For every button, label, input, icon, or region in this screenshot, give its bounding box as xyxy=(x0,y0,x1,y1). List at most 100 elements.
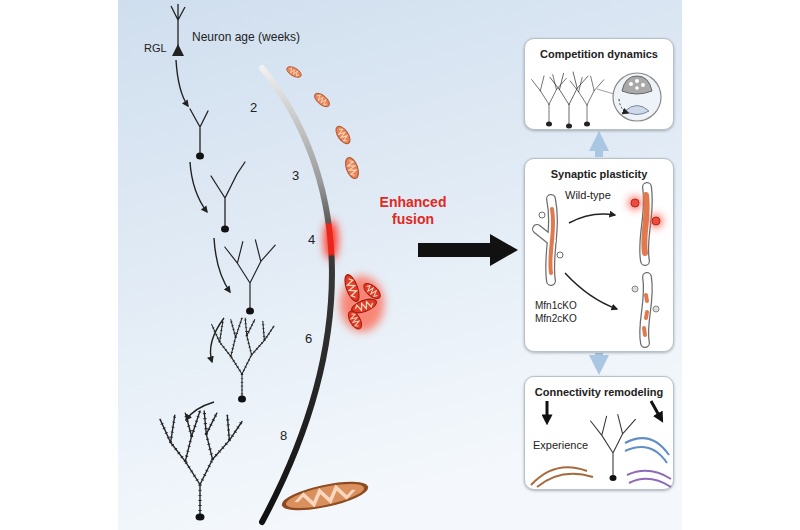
competition-illustration xyxy=(597,89,614,94)
flow-arrow xyxy=(595,151,603,157)
plasticity-illustration xyxy=(525,159,675,353)
plasticity-illustration xyxy=(631,199,660,225)
remodeling-illustration xyxy=(625,438,669,455)
competition-illustration xyxy=(532,75,567,123)
plasticity-illustration xyxy=(644,277,648,343)
neuron-soma xyxy=(196,514,205,521)
competition-illustration xyxy=(629,82,633,86)
competition-illustration xyxy=(635,86,639,90)
competition-illustration xyxy=(570,76,604,123)
maturation-arrow xyxy=(176,60,230,420)
plasticity-illustration xyxy=(539,212,563,258)
flow-arrow xyxy=(595,353,603,355)
mitochondrion xyxy=(333,124,353,146)
neuron-soma xyxy=(246,308,254,315)
competition-illustration xyxy=(629,79,645,90)
neuron-soma xyxy=(238,396,246,403)
remodeling-illustration xyxy=(537,474,593,487)
plasticity-illustration xyxy=(631,199,639,207)
plasticity-illustration xyxy=(644,277,648,343)
outcome-panel: Competition dynamics xyxy=(524,38,674,130)
plasticity-illustration xyxy=(644,195,647,253)
plasticity-illustration xyxy=(644,187,648,261)
age-arc xyxy=(262,68,332,522)
remodeling-illustration xyxy=(531,438,671,487)
remodeling-illustration xyxy=(546,401,549,421)
remodeling-illustration xyxy=(591,415,636,477)
remodeling-illustration xyxy=(525,377,675,491)
remodeling-illustration xyxy=(610,475,617,481)
neuron-drawing xyxy=(212,318,274,398)
age-number: 6 xyxy=(305,331,312,347)
competition-illustration xyxy=(532,72,604,125)
radial-glia-icon xyxy=(171,4,185,46)
plasticity-illustration xyxy=(644,295,647,335)
fused-mitochondria xyxy=(342,273,383,331)
outcome-panel: Connectivity remodelingExperience xyxy=(524,376,674,490)
mitochondrion xyxy=(312,91,332,109)
plasticity-illustration xyxy=(644,187,648,261)
plasticity-illustration xyxy=(632,286,659,312)
plasticity-illustration xyxy=(539,212,545,218)
fused-mitochondria xyxy=(361,281,383,302)
remodeling-illustration xyxy=(629,479,671,487)
neuron-soma xyxy=(196,153,204,160)
age-number: 2 xyxy=(250,100,257,116)
cell-type-label: RGL xyxy=(144,42,167,55)
competition-illustration xyxy=(566,124,572,129)
competition-illustration xyxy=(546,122,552,127)
highlight-label: Enhanced fusion xyxy=(376,194,450,228)
elongated-mitochondrion xyxy=(282,477,368,514)
competition-illustration xyxy=(619,99,628,113)
plasticity-illustration xyxy=(644,277,648,343)
plasticity-illustration xyxy=(537,199,553,281)
effect-arrow xyxy=(418,234,518,266)
neuron-drawing xyxy=(160,411,242,516)
competition-illustration xyxy=(525,39,675,131)
remodeling-illustration xyxy=(627,471,671,479)
remodeling-illustration xyxy=(651,401,661,419)
plasticity-illustration xyxy=(537,199,553,281)
outcome-panel: Synaptic plasticityWild-typeMfn1cKO Mfn2… xyxy=(524,158,674,352)
neuron-soma xyxy=(221,226,229,233)
plasticity-illustration xyxy=(629,197,662,227)
competition-illustration xyxy=(635,79,639,83)
competition-illustration xyxy=(641,83,645,87)
maturation-arrow xyxy=(214,238,230,292)
plasticity-illustration xyxy=(650,215,662,227)
maturation-arrow xyxy=(190,162,207,212)
mitochondrion xyxy=(285,65,303,80)
neuron-drawing xyxy=(225,240,275,310)
neuron-drawing xyxy=(190,109,208,155)
competition-illustration xyxy=(613,73,661,121)
panel-title: Connectivity remodeling xyxy=(535,386,663,399)
age-number: 8 xyxy=(280,428,287,444)
neuron-drawing xyxy=(160,109,275,516)
plasticity-illustration xyxy=(632,286,638,292)
plasticity-illustration xyxy=(644,187,648,261)
maturation-arrow xyxy=(176,60,188,106)
competition-illustration xyxy=(550,72,588,125)
neuron-drawing xyxy=(212,318,274,398)
condition-label: Wild-type xyxy=(565,189,611,202)
neuron-drawing xyxy=(160,411,242,516)
maturation-arrow xyxy=(211,318,225,362)
panel-title: Synaptic plasticity xyxy=(551,168,648,181)
plasticity-illustration xyxy=(629,197,641,209)
fused-mitochondria xyxy=(342,273,362,303)
remodeling-illustration xyxy=(547,401,661,421)
background-panel xyxy=(118,0,682,530)
neuron-drawing xyxy=(211,162,245,228)
maturation-arrow xyxy=(186,402,214,420)
input-label: Experience xyxy=(533,439,588,452)
fused-mitochondria xyxy=(346,309,365,331)
plasticity-illustration xyxy=(565,273,617,309)
remodeling-illustration xyxy=(531,467,587,485)
radial-glia-icon xyxy=(171,4,185,56)
plasticity-illustration xyxy=(557,252,563,258)
competition-illustration xyxy=(622,76,652,94)
plasticity-illustration xyxy=(652,217,660,225)
remodeling-illustration xyxy=(625,447,667,463)
